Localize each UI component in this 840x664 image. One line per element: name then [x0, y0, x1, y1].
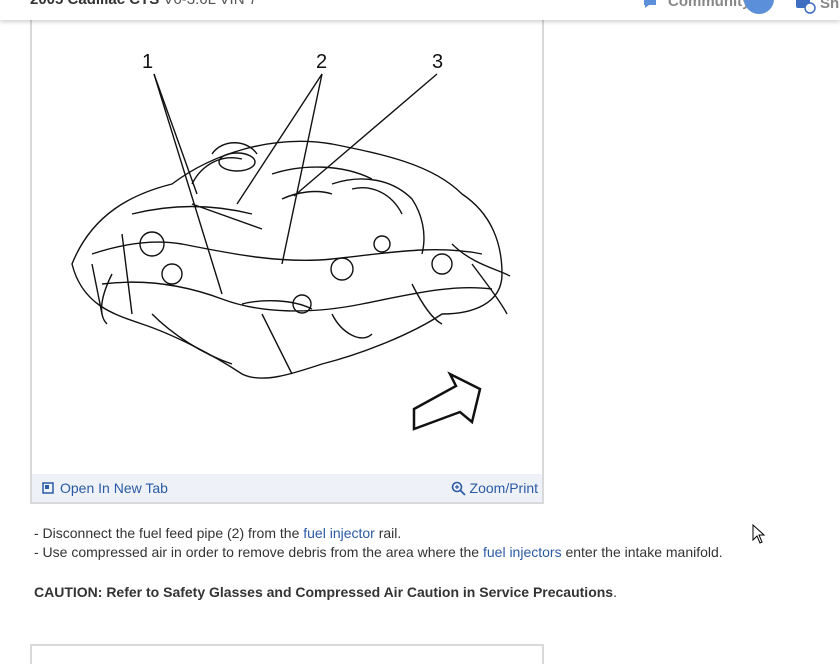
step-2-suffix: enter the intake manifold. [561, 544, 723, 560]
community-link[interactable]: Community [642, 0, 751, 11]
open-in-new-tab-link[interactable]: Open In New Tab [42, 480, 168, 496]
step-1: - Disconnect the fuel feed pipe (2) from… [34, 524, 723, 543]
step-1-suffix: rail. [374, 525, 402, 541]
share-button[interactable]: Sh [794, 0, 839, 14]
callout-2: 2 [316, 51, 327, 73]
share-icon [796, 0, 816, 14]
engine-illustration: 1 2 3 [71, 51, 511, 431]
top-bar: 2005 Cadillac CTS V6-3.6L VIN 7 Communit… [0, 0, 840, 20]
vehicle-engine: V6-3.6L VIN 7 [163, 0, 257, 8]
open-in-new-tab-label: Open In New Tab [60, 480, 168, 496]
caution-note: CAUTION: Refer to Safety Glasses and Com… [34, 584, 617, 600]
callout-3: 3 [432, 51, 443, 73]
zoom-icon [451, 481, 466, 496]
fuel-injector-link[interactable]: fuel injector [303, 525, 375, 541]
share-label: Sh [820, 0, 840, 12]
mouse-cursor-icon [752, 524, 766, 544]
caution-text: CAUTION: Refer to Safety Glasses and Com… [34, 584, 614, 600]
community-label: Community [668, 0, 751, 10]
vehicle-name: 2005 Cadillac CTS [30, 0, 159, 8]
chat-icon [644, 0, 656, 8]
caution-suffix: . [613, 584, 617, 600]
engine-figure: 1 2 3 Open In New Tab Zoom/Print [30, 14, 544, 504]
next-figure-frame [30, 644, 544, 664]
callout-1: 1 [142, 51, 153, 73]
user-avatar-button[interactable] [744, 0, 774, 14]
vehicle-title: 2005 Cadillac CTS V6-3.6L VIN 7 [30, 0, 257, 8]
procedure-steps: - Disconnect the fuel feed pipe (2) from… [34, 524, 723, 562]
zoom-print-link[interactable]: Zoom/Print [451, 480, 538, 496]
figure-footer: Open In New Tab Zoom/Print [32, 474, 542, 502]
fuel-injectors-link[interactable]: fuel injectors [482, 544, 562, 560]
new-tab-icon [42, 482, 54, 494]
step-1-prefix: - Disconnect the fuel feed pipe (2) from… [34, 525, 304, 541]
step-2: - Use compressed air in order to remove … [34, 543, 723, 562]
zoom-print-label: Zoom/Print [469, 480, 538, 496]
step-2-prefix: - Use compressed air in order to remove … [34, 544, 483, 560]
